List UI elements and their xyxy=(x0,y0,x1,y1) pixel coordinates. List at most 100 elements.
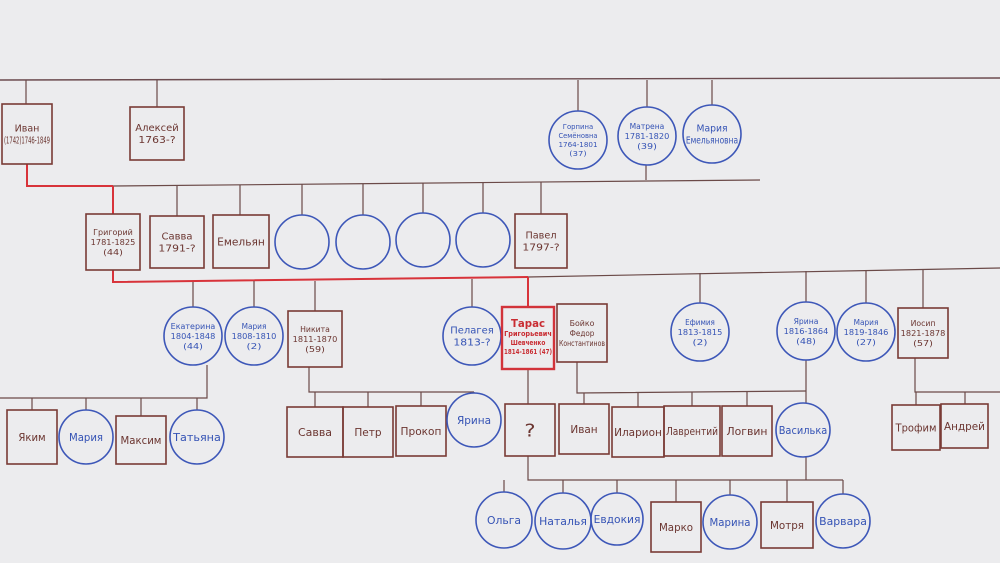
person-text-line: Тарас xyxy=(511,317,545,330)
person-yarina2: Ярина xyxy=(446,392,502,448)
person-text-line: 1814-1861 (47) xyxy=(504,348,552,356)
female-node-circle xyxy=(446,392,502,448)
person-unk4 xyxy=(455,212,511,268)
person-evdokiya: Евдокия xyxy=(590,492,644,546)
person-text-line: Петр xyxy=(354,426,381,439)
person-marina: Марина xyxy=(702,494,758,550)
person-text-line: Алексей xyxy=(135,123,178,134)
female-node-circle xyxy=(163,306,223,366)
female-node-circle xyxy=(776,301,836,361)
person-ivan2: Иван xyxy=(558,403,610,455)
person-prokop: Прокоп xyxy=(395,405,447,457)
person-text-line: Никита xyxy=(300,325,330,334)
person-marko: Марко xyxy=(650,501,702,553)
person-text-line: Федор xyxy=(570,329,595,338)
person-unknown-q: ? xyxy=(504,403,556,457)
family-iosip xyxy=(914,358,1000,393)
person-text-line: Ольга xyxy=(487,514,521,527)
female-node-circle xyxy=(702,494,758,550)
person-text-line: (1742)1746-1849 xyxy=(4,136,50,147)
person-text-line: (44) xyxy=(103,248,123,257)
person-text-line: 1808-1810 xyxy=(232,332,277,341)
person-text-line: ? xyxy=(524,420,535,441)
male-node-box xyxy=(395,405,447,457)
person-text-line: 1813-1815 xyxy=(678,328,723,337)
male-node-box xyxy=(6,409,58,465)
person-text-line: 1811-1870 xyxy=(293,335,338,344)
male-node-box xyxy=(149,215,205,269)
male-node-box xyxy=(500,305,556,371)
person-text-line: Екатерина xyxy=(171,322,216,331)
male-node-box xyxy=(129,106,185,161)
person-text-line: Ярина xyxy=(457,414,491,427)
person-varvara: Варвара xyxy=(815,493,871,549)
male-node-box xyxy=(287,310,343,368)
person-andrei: Андрей xyxy=(940,403,989,449)
person-text-line: Григорий xyxy=(93,228,133,237)
person-text-line: Матрена xyxy=(630,122,665,131)
person-text-line: Яким xyxy=(18,431,45,444)
female-node-circle xyxy=(335,214,391,270)
top-generation-line xyxy=(0,77,1000,81)
person-text-line: Марко xyxy=(659,521,693,534)
male-node-box xyxy=(342,406,394,458)
male-node-box xyxy=(115,415,167,465)
lineage-grigorii-to-taras xyxy=(112,270,529,284)
person-text-line: Иван xyxy=(15,124,40,135)
person-text-line: Иван xyxy=(570,423,597,436)
person-lavrentii: Лаврентий xyxy=(663,405,721,457)
person-text-line: Емельян xyxy=(217,235,265,248)
female-node-circle xyxy=(169,409,225,465)
person-text-line: Логвин xyxy=(727,425,768,438)
female-node-circle xyxy=(475,491,533,549)
person-text-line: Трофим xyxy=(895,421,937,434)
person-text-line: Наталья xyxy=(539,515,587,528)
person-ivan-top: Иван(1742)1746-1849 xyxy=(1,103,53,165)
female-node-circle xyxy=(274,214,330,270)
female-node-circle xyxy=(815,493,871,549)
person-text-line: Савва xyxy=(298,426,332,439)
male-node-box xyxy=(85,213,141,271)
person-text-line: (39) xyxy=(637,142,657,151)
person-unk1 xyxy=(274,214,330,270)
person-unk3 xyxy=(395,212,451,268)
person-text-line: Прокоп xyxy=(401,425,442,438)
person-text-line: (27) xyxy=(856,338,876,347)
female-node-circle xyxy=(395,212,451,268)
person-text-line: Василька xyxy=(779,424,828,437)
family-unknown xyxy=(527,456,843,481)
person-text-line: Максим xyxy=(121,434,162,447)
person-text-line: Константинов xyxy=(559,339,605,348)
person-text-line: Татьяна xyxy=(172,431,221,444)
female-node-circle xyxy=(590,492,644,546)
male-node-box xyxy=(721,405,773,457)
female-node-circle xyxy=(224,306,284,366)
person-text-line: (48) xyxy=(796,337,816,346)
children-line-gen2 xyxy=(112,179,761,187)
family-yarina1 xyxy=(576,362,807,394)
person-text-line: Андрей xyxy=(944,420,985,433)
person-text-line: Горпина xyxy=(563,123,593,131)
person-text-line: Семёновна xyxy=(558,132,597,140)
male-node-box xyxy=(504,403,556,457)
person-text-line: Марина xyxy=(710,516,751,529)
person-petr: Петр xyxy=(342,406,394,458)
female-node-circle xyxy=(455,212,511,268)
person-text-line: 1819-1846 xyxy=(844,328,889,337)
person-text-line: Лаврентий xyxy=(666,425,718,438)
person-text-line: Мотря xyxy=(770,519,804,532)
person-text-line: Шевченко xyxy=(511,339,546,347)
male-node-box xyxy=(514,213,568,269)
person-text-line: 1791-? xyxy=(158,244,195,255)
person-text-line: 1781-1820 xyxy=(625,132,670,141)
person-unk2 xyxy=(335,214,391,270)
female-node-circle xyxy=(682,104,742,164)
person-text-line: Павел xyxy=(526,231,557,242)
